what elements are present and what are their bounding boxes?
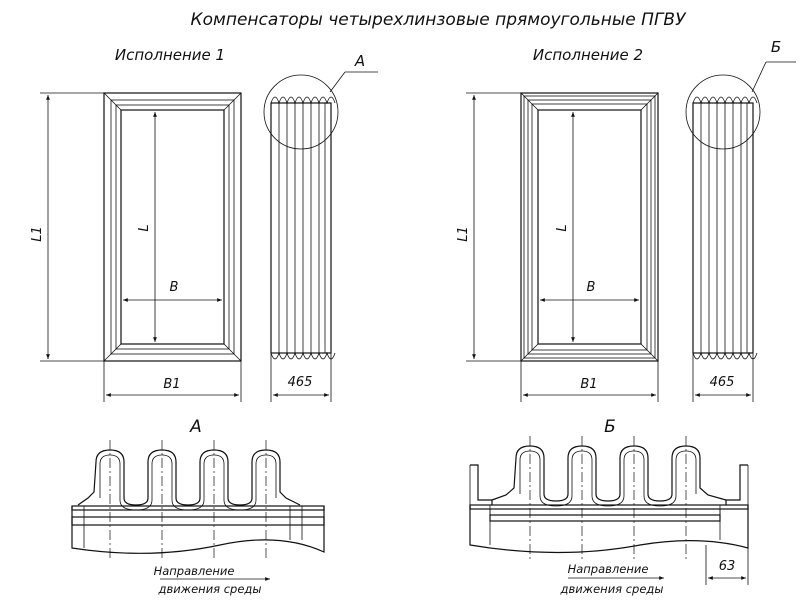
dim-L1-v2: L1 <box>456 226 471 242</box>
detail-A-label: А <box>189 417 202 437</box>
callout-A: А <box>354 52 365 70</box>
dim-B-v1: B <box>170 280 179 295</box>
flow-label-B-line1: Направление <box>568 562 649 576</box>
flow-label-A-line2: движения среды <box>158 582 262 596</box>
dim-465-v1: 465 <box>288 375 313 390</box>
version-2-label: Исполнение 2 <box>533 46 643 64</box>
callout-B: Б <box>771 38 781 56</box>
version-2-view: Исполнение 2 L1 L B B1 <box>456 38 796 402</box>
dim-63: 63 <box>719 559 736 574</box>
detail-B-section: Б 63 Направление движения среды <box>469 417 749 596</box>
dim-L1-v1: L1 <box>30 226 45 242</box>
detail-B-label: Б <box>604 417 616 437</box>
dim-B1-v1: B1 <box>163 377 180 392</box>
flow-label-A-line1: Направление <box>154 564 235 578</box>
version-1-view: Исполнение 1 L1 L B B1 <box>30 46 378 402</box>
dim-B-v2: B <box>587 280 596 295</box>
dim-L-v2: L <box>555 224 570 231</box>
side-view-bellows-v2: Б <box>685 38 796 360</box>
flow-label-B-line2: движения среды <box>560 582 664 596</box>
dim-L-v1: L <box>137 224 152 231</box>
detail-A-section: А Направление движения среды <box>71 417 325 596</box>
version-1-label: Исполнение 1 <box>115 46 225 64</box>
side-view-bellows-v1: А <box>263 52 378 360</box>
drawing-title: Компенсаторы четырехлинзовые прямоугольн… <box>191 10 688 30</box>
dim-465-v2: 465 <box>710 375 735 390</box>
dim-B1-v2: B1 <box>580 377 597 392</box>
